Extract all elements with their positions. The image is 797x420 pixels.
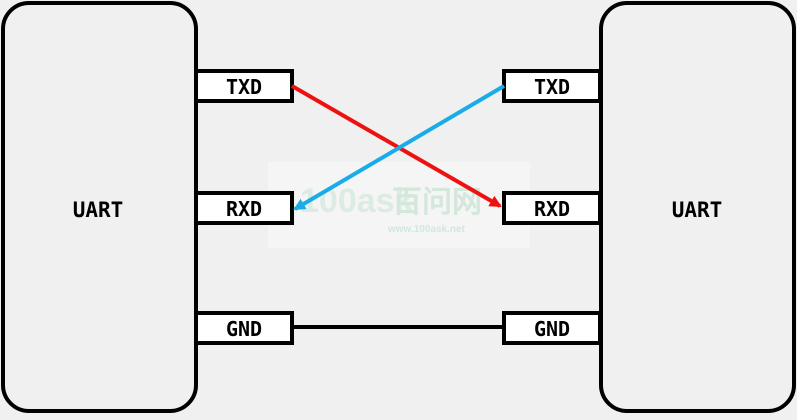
left-pin-txd: TXD: [194, 69, 294, 103]
left-pin-gnd-label: GND: [226, 317, 262, 341]
left-pin-txd-label: TXD: [226, 75, 262, 99]
left-pin-rxd: RXD: [194, 191, 294, 225]
right-pin-gnd-label: GND: [534, 317, 570, 341]
wire-right-txd-to-left-rxd: [293, 84, 506, 211]
wire-left-txd-to-right-rxd: [291, 84, 502, 208]
right-pin-txd-label: TXD: [534, 75, 570, 99]
watermark-logo: 100ask: [300, 182, 414, 220]
right-pin-gnd: GND: [502, 311, 602, 345]
right-pin-txd: TXD: [502, 69, 602, 103]
left-uart-label: UART: [73, 198, 124, 222]
left-pin-gnd: GND: [194, 311, 294, 345]
watermark: 100ask 百问网 www.100ask.net: [268, 162, 530, 248]
watermark-text: 百问网: [392, 185, 482, 220]
right-pin-rxd-label: RXD: [534, 197, 570, 221]
left-pin-rxd-label: RXD: [226, 197, 262, 221]
watermark-url: www.100ask.net: [387, 224, 466, 235]
right-pin-rxd: RXD: [502, 191, 602, 225]
right-uart-label: UART: [672, 198, 723, 222]
watermark-backdrop: [268, 162, 530, 248]
